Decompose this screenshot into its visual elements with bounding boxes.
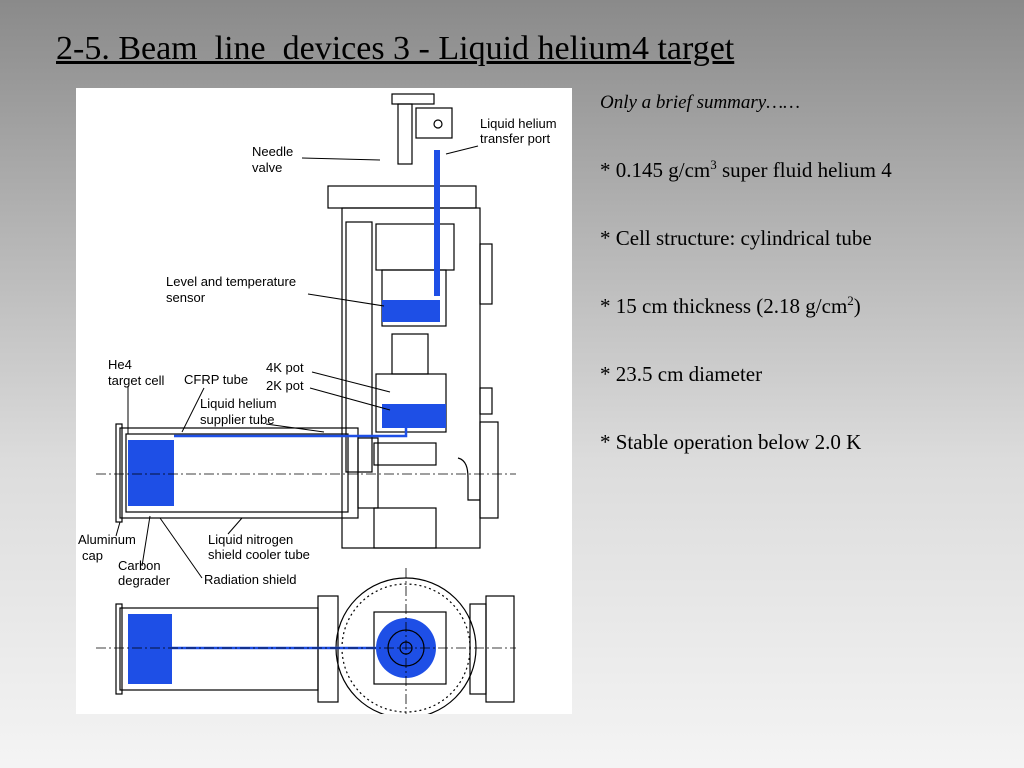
transfer-port-block	[415, 107, 453, 139]
leader-needle-valve	[301, 157, 381, 161]
vessel-top-flange	[327, 185, 477, 209]
label-ln2-cooler: Liquid nitrogen shield cooler tube	[208, 532, 310, 562]
side-cfrp-tube	[125, 433, 349, 513]
label-radiation-shield: Radiation shield	[204, 572, 297, 587]
leader-aluminum-cap	[115, 521, 121, 537]
leader-2k-pot	[309, 387, 391, 411]
leader-transfer-port	[445, 145, 479, 155]
side-port	[479, 243, 493, 305]
label-2k-pot: 2K pot	[266, 378, 304, 393]
cryostat-inner	[375, 223, 455, 271]
side-right-flange	[479, 421, 499, 519]
radiation-shield-wall	[345, 221, 373, 473]
target-schematic-figure: Needle valve Liquid helium transfer port…	[76, 88, 572, 714]
leader-level-sensor	[307, 293, 385, 307]
side-port-lower	[479, 387, 493, 415]
leader-carbon-degrader	[141, 515, 151, 567]
label-transfer-port: Liquid helium transfer port	[480, 116, 560, 146]
supplier-tube-liquid	[174, 428, 408, 438]
label-level-sensor: Level and temperature sensor	[166, 274, 300, 305]
label-carbon-degrader: Carbon degrader	[118, 558, 171, 588]
bullet-diameter: * 23.5 cm diameter	[600, 362, 763, 386]
label-needle-valve: Needle valve	[252, 144, 297, 175]
leader-ln2-cooler	[227, 517, 243, 535]
leader-radiation-shield	[159, 517, 203, 579]
upper-stack	[397, 103, 413, 165]
transfer-line-liquid	[434, 150, 440, 296]
side-target-cell-liquid	[128, 440, 174, 506]
pot-2k-liquid	[382, 404, 446, 428]
plan-right-flange	[469, 603, 487, 695]
bullet-stable-operation: * Stable operation below 2.0 K	[600, 430, 862, 454]
leader-supplier-tube	[265, 423, 325, 433]
label-aluminum-cap: Aluminum cap	[78, 532, 139, 563]
upper-helium-liquid	[382, 300, 440, 322]
upper-cryostat	[381, 269, 447, 327]
label-4k-pot: 4K pot	[266, 360, 304, 375]
summary-panel: Only a brief summary…… * 0.145 g/cm3 sup…	[600, 92, 1000, 454]
bullet-thickness: * 15 cm thickness (2.18 g/cm2)	[600, 293, 861, 318]
lower-chamber	[373, 442, 437, 466]
vessel-base	[373, 507, 437, 549]
plan-target-cell-liquid	[128, 614, 172, 684]
ln2-cooler-pipe	[457, 457, 480, 501]
lower-cryostat	[375, 373, 447, 433]
plan-end-block	[485, 595, 515, 703]
plan-aluminum-cap	[115, 603, 123, 695]
slide-title: 2-5. Beam line devices 3 - Liquid helium…	[56, 30, 735, 67]
label-supplier-tube: Liquid helium supplier tube	[200, 396, 280, 427]
leader-4k-pot	[311, 371, 391, 393]
target-schematic: Needle valve Liquid helium transfer port…	[78, 93, 560, 714]
top-flange	[391, 93, 435, 105]
label-target-cell: He4 target cell	[108, 357, 164, 388]
side-flange	[357, 437, 379, 509]
side-aluminum-cap	[115, 423, 123, 523]
leader-cfrp-tube	[181, 387, 205, 433]
bullet-cell-structure: * Cell structure: cylindrical tube	[600, 226, 872, 250]
bullet-density: * 0.145 g/cm3 super fluid helium 4	[600, 157, 892, 182]
port-fitting	[433, 119, 443, 129]
label-cfrp-tube: CFRP tube	[184, 372, 248, 387]
summary-intro: Only a brief summary……	[600, 92, 801, 113]
vacuum-vessel	[341, 207, 481, 549]
heat-exchanger	[391, 333, 429, 375]
